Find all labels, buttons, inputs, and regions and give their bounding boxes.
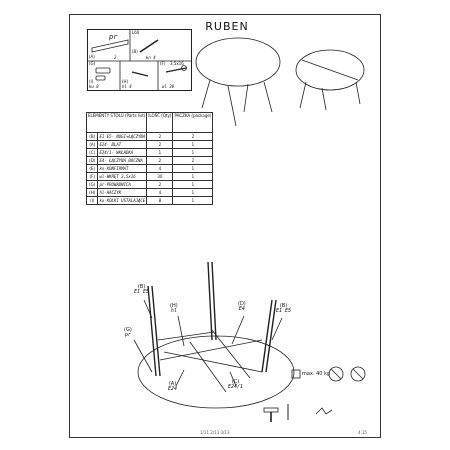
dowel-icon — [95, 67, 111, 74]
header-package: PACZKA (package) — [172, 112, 214, 133]
confirmat-screw-icon — [139, 39, 159, 53]
underside-tabletop — [137, 335, 295, 409]
no-wet-cloth-icon — [328, 366, 344, 382]
part-f-code: 3,5x16 — [170, 61, 184, 66]
footer-page: 4.15 — [358, 430, 367, 435]
callout-d: (D) E4 — [238, 301, 246, 312]
extended-table-top — [295, 49, 365, 91]
part-i-mark: ku 8 — [89, 84, 99, 89]
parts-list-table: ELEMENTY STOŁU (Parts list) ILOŚĆ (Qty) … — [85, 112, 214, 205]
part-a-letter: (A) — [89, 54, 95, 59]
callout-b-right: (B) E1 E5 — [276, 303, 292, 314]
hardware-parts-box — [87, 29, 192, 91]
product-title: RUBEN — [205, 20, 249, 33]
callout-b-left: (B) E1 E5 — [134, 284, 150, 295]
footer-codes: 1/11 2/13 3/13 — [200, 430, 230, 435]
weight-icon — [291, 369, 301, 379]
part-a-mark: pr — [109, 33, 118, 41]
part-h-mark: hl 4 — [122, 84, 132, 89]
part-b-code: L60 — [132, 30, 140, 35]
part-b-letter: (B) — [132, 49, 138, 54]
max-weight-label: max. 40 kg — [302, 371, 331, 377]
guide-rail-icon — [91, 39, 129, 53]
callout-g: (G) pr — [124, 327, 132, 338]
header-qty: ILOŚĆ (Qty) — [146, 112, 174, 133]
no-chemicals-icon — [350, 366, 366, 382]
part-i-letter: (I) — [89, 79, 94, 84]
part-f-mark: wl 30 — [162, 84, 175, 89]
part-g-letter: (G) — [89, 61, 96, 66]
part-h-letter: (H) — [122, 79, 129, 84]
allen-key-icon — [315, 407, 333, 415]
part-f-letter: (F) — [160, 61, 166, 66]
callout-a: (A) E24 — [168, 381, 178, 392]
part-g-qty: 2 — [114, 55, 117, 60]
round-table-top — [195, 37, 281, 87]
callout-h: (H) hl — [170, 303, 178, 314]
header-elements: ELEMENTY STOŁU (Parts list) — [85, 112, 148, 133]
callout-c: (C) E24/1 — [228, 379, 244, 390]
wood-screw-icon — [165, 67, 187, 73]
hook-icon — [131, 71, 149, 77]
part-b-mark: kn 4 — [146, 55, 156, 60]
hammer-icon — [263, 407, 279, 413]
